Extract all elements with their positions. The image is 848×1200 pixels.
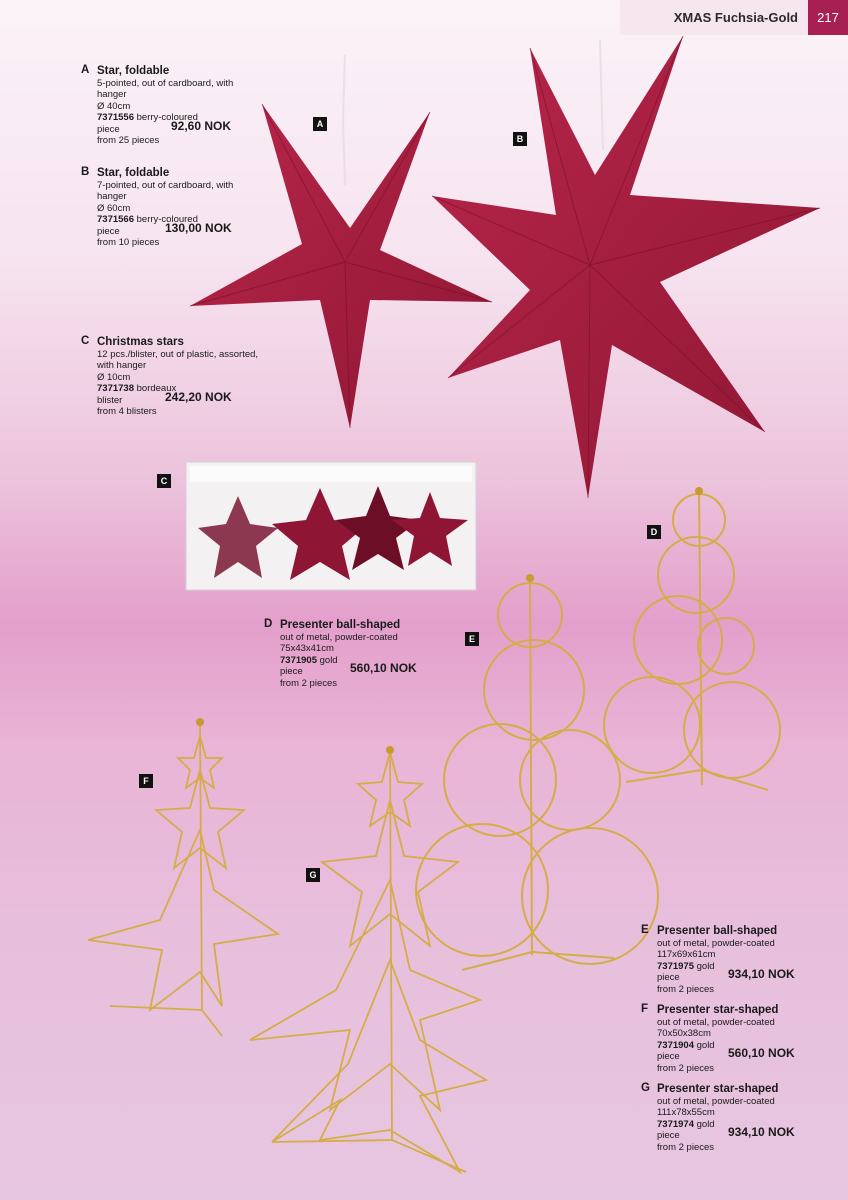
product-a-letter: A <box>81 64 90 76</box>
product-f-description: out of metal, powder-coated <box>657 1017 775 1028</box>
product-d-letter: D <box>264 618 273 630</box>
product-f-variant: gold <box>696 1039 715 1051</box>
product-f-minimum: from 2 pieces <box>657 1062 715 1074</box>
marker-d: D <box>647 525 661 539</box>
marker-b: B <box>513 132 527 146</box>
product-c-article: 7371738 <box>97 383 134 395</box>
product-d-unit: piece <box>280 666 303 678</box>
product-b-price: 130,00 NOK <box>165 220 232 235</box>
product-e: E Presenter ball-shaped out of metal, po… <box>641 924 827 995</box>
page-header-title: XMAS Fuchsia-Gold <box>620 0 808 35</box>
product-a-size: Ø 40cm <box>97 100 131 112</box>
product-e-minimum: from 2 pieces <box>657 983 715 995</box>
product-d-size: 75x43x41cm <box>280 643 334 655</box>
product-f-name: Presenter star-shaped <box>657 1004 779 1016</box>
product-f: F Presenter star-shaped out of metal, po… <box>641 1003 827 1074</box>
product-c-minimum: from 4 blisters <box>97 406 157 418</box>
presenter-g-finial <box>386 746 394 754</box>
product-b-variant: berry-coloured <box>136 214 198 226</box>
product-e-name: Presenter ball-shaped <box>657 925 778 937</box>
product-b: B Star, foldable 7-pointed, out of cardb… <box>81 166 242 249</box>
product-c: C Christmas stars 12 pcs./blister, out o… <box>81 335 267 418</box>
product-b-unit: piece <box>97 225 120 237</box>
product-e-size: 117x69x61cm <box>657 949 716 961</box>
product-e-unit: piece <box>657 972 680 984</box>
marker-g: G <box>306 868 320 882</box>
presenter-d-image <box>603 491 781 791</box>
product-g-name: Presenter star-shaped <box>657 1083 779 1095</box>
marker-a: A <box>313 117 327 131</box>
marker-e: E <box>465 632 479 646</box>
product-c-letter: C <box>81 335 90 347</box>
product-c-name: Christmas stars <box>97 336 184 348</box>
product-f-price: 560,10 NOK <box>728 1046 795 1061</box>
product-e-article: 7371975 <box>657 960 694 972</box>
star-a-image <box>189 103 493 429</box>
product-b-minimum: from 10 pieces <box>97 237 160 249</box>
product-a-description: 5-pointed, out of cardboard, with hanger <box>97 78 234 101</box>
presenter-e-image <box>415 579 659 971</box>
product-b-article: 7371566 <box>97 214 134 226</box>
product-c-variant: bordeaux <box>136 383 177 395</box>
product-e-letter: E <box>641 924 649 936</box>
product-g-article: 7371974 <box>657 1118 694 1130</box>
product-d-name: Presenter ball-shaped <box>280 619 401 631</box>
product-d-price: 560,10 NOK <box>350 661 417 676</box>
presenter-f-finial <box>196 718 204 726</box>
product-d-variant: gold <box>319 654 338 666</box>
product-d: D Presenter ball-shaped out of metal, po… <box>264 618 450 689</box>
product-c-size: Ø 10cm <box>97 371 131 383</box>
product-f-unit: piece <box>657 1051 680 1063</box>
product-f-letter: F <box>641 1003 649 1015</box>
product-a-article: 7371556 <box>97 112 134 124</box>
product-d-minimum: from 2 pieces <box>280 677 338 689</box>
product-a: A Star, foldable 5-pointed, out of cardb… <box>81 64 242 147</box>
product-c-unit: blister <box>97 394 123 406</box>
blister-box-c <box>185 461 477 591</box>
product-f-article: 7371904 <box>657 1039 694 1051</box>
product-b-name: Star, foldable <box>97 167 170 179</box>
product-b-size: Ø 60cm <box>97 202 131 214</box>
marker-f: F <box>139 774 153 788</box>
star-a-hanger <box>341 54 346 186</box>
product-g-unit: piece <box>657 1130 680 1142</box>
product-c-description: 12 pcs./blister, out of plastic, assorte… <box>97 349 259 372</box>
product-a-minimum: from 25 pieces <box>97 135 160 147</box>
presenter-g-image <box>249 748 489 1175</box>
product-e-variant: gold <box>696 960 715 972</box>
presenter-e-finial <box>526 574 534 582</box>
product-f-size: 70x50x38cm <box>657 1028 711 1040</box>
product-g-minimum: from 2 pieces <box>657 1141 715 1153</box>
product-b-letter: B <box>81 166 90 178</box>
product-e-price: 934,10 NOK <box>728 967 795 982</box>
star-b-hanger <box>599 39 604 151</box>
product-d-article: 7371905 <box>280 654 317 666</box>
marker-c: C <box>157 474 171 488</box>
product-g-variant: gold <box>696 1118 715 1130</box>
product-a-unit: piece <box>97 123 120 135</box>
product-g-letter: G <box>641 1082 650 1094</box>
product-g-price: 934,10 NOK <box>728 1125 795 1140</box>
product-b-description: 7-pointed, out of cardboard, with hanger <box>97 180 234 203</box>
presenter-f-image <box>87 721 281 1037</box>
presenter-d-finial <box>695 487 703 495</box>
product-d-description: out of metal, powder-coated <box>280 632 398 643</box>
product-g-description: out of metal, powder-coated <box>657 1096 775 1107</box>
product-a-price: 92,60 NOK <box>171 118 232 133</box>
product-e-description: out of metal, powder-coated <box>657 938 775 949</box>
product-a-variant: berry-coloured <box>136 112 198 124</box>
product-g-size: 111x78x55cm <box>657 1107 715 1119</box>
product-c-price: 242,20 NOK <box>165 389 232 404</box>
star-b-image <box>431 35 821 499</box>
page-number: 217 <box>808 0 848 35</box>
product-a-name: Star, foldable <box>97 65 170 77</box>
product-g: G Presenter star-shaped out of metal, po… <box>641 1082 827 1153</box>
